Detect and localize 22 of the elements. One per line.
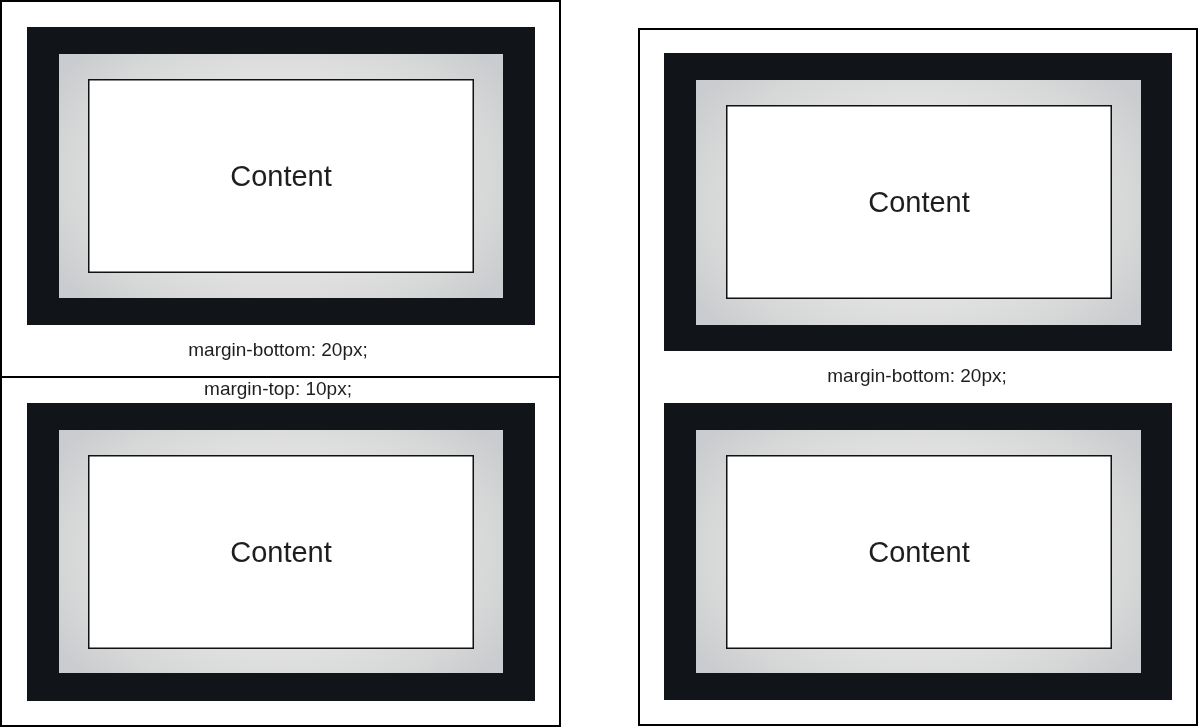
border-area [664,53,1172,351]
content-label: Content [868,185,970,219]
content-label: Content [230,159,332,193]
padding-area [59,430,503,673]
content-box [88,79,474,273]
content-box [726,105,1112,299]
margin-box [638,28,1198,726]
padding-area [696,80,1141,325]
margin-label: margin-top: 10px; [204,377,352,401]
margin-box [0,376,561,727]
content-label: Content [230,535,332,569]
content-box [726,455,1112,649]
margin-label: margin-bottom: 20px; [827,364,1007,388]
border-area [664,403,1172,700]
border-area [27,403,535,701]
padding-area [59,54,503,298]
padding-area [696,430,1141,673]
margin-label: margin-bottom: 20px; [188,338,368,362]
content-box [88,455,474,649]
margin-box [0,0,561,378]
border-area [27,27,535,325]
content-label: Content [868,535,970,569]
